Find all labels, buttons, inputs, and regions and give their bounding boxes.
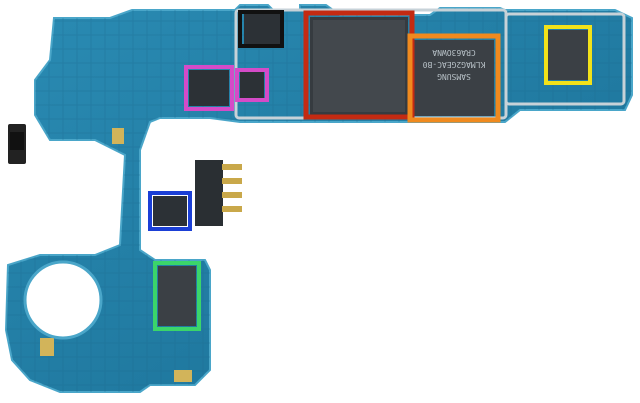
- highlight-magenta-small: [235, 68, 269, 102]
- chip-text-line1: SAMSUNG: [437, 72, 471, 81]
- chip-text-line3: CRA63OWNA: [432, 48, 476, 57]
- magenta-chip: [189, 70, 229, 106]
- highlight-blue: [148, 191, 192, 231]
- battery-connector: [195, 160, 242, 226]
- highlight-black: [238, 10, 284, 48]
- gold-pad: [112, 128, 124, 144]
- yellow-chip: [548, 30, 588, 80]
- highlight-magenta: [184, 65, 234, 111]
- green-chip: [158, 266, 196, 326]
- samsung-memory-chip: [414, 40, 494, 116]
- blue-chip: [153, 196, 187, 226]
- highlight-orange: [407, 33, 501, 123]
- highlight-green: [153, 261, 201, 331]
- chip-text-line2: KLMAG2GEAC-B0: [423, 60, 486, 69]
- black-boxed-chip: [244, 14, 280, 44]
- small-magenta-chip: [240, 72, 264, 98]
- highlight-yellow: [544, 25, 592, 85]
